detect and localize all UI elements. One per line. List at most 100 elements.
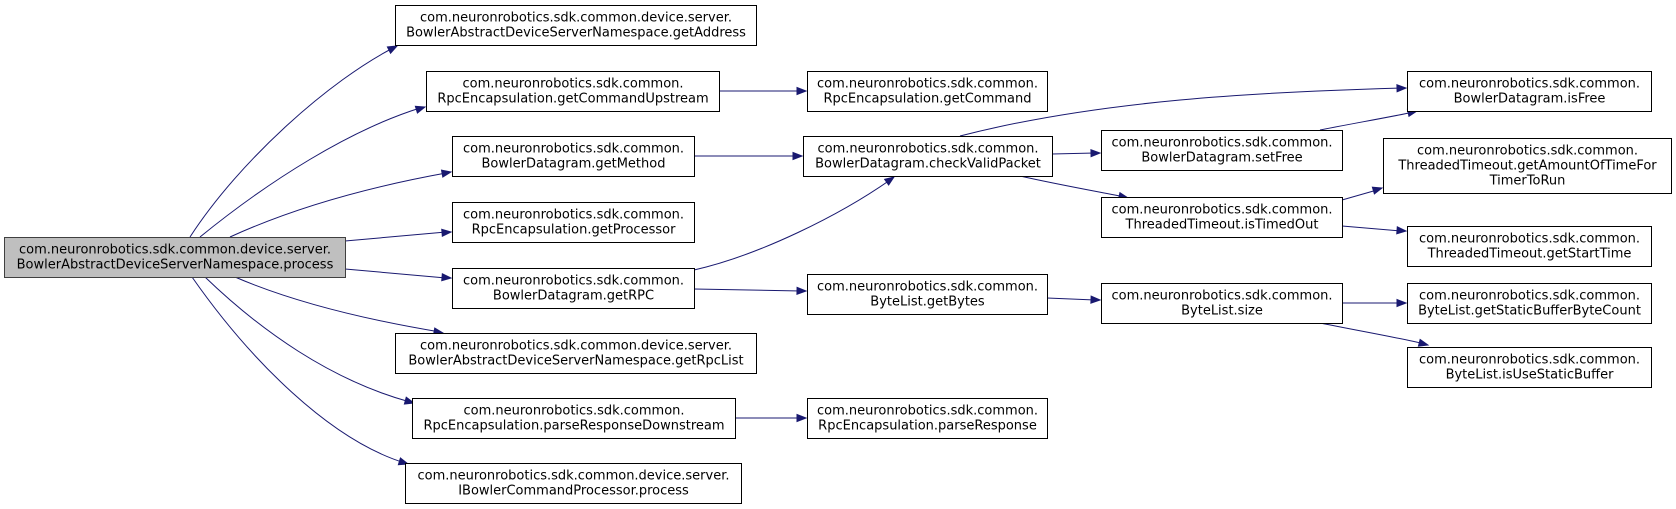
node-box: [1101, 130, 1343, 171]
edge-parseResponseDownstream-to-parseResponse: [735, 413, 808, 423]
node-box: [1101, 197, 1343, 238]
node-box: [412, 398, 736, 439]
node-label-line: com.neuronrobotics.sdk.common.device.ser…: [418, 469, 730, 484]
node-process[interactable]: com.neuronrobotics.sdk.common.device.ser…: [4, 237, 346, 278]
arrowhead: [796, 86, 808, 96]
arrowhead: [796, 286, 808, 296]
node-parseResponse[interactable]: com.neuronrobotics.sdk.common.RpcEncapsu…: [807, 398, 1048, 439]
node-label-line: TimerToRun: [1489, 174, 1566, 189]
node-box: [395, 333, 757, 374]
nodes-layer: com.neuronrobotics.sdk.common.device.ser…: [4, 5, 1672, 504]
node-setFree[interactable]: com.neuronrobotics.sdk.common.BowlerData…: [1101, 130, 1343, 171]
node-box: [807, 398, 1048, 439]
node-label-line: ThreadedTimeout.getStartTime: [1427, 247, 1632, 262]
edge-line: [344, 268, 447, 279]
node-label-line: com.neuronrobotics.sdk.common.: [1419, 289, 1640, 304]
edge-process-to-parseResponseDownstream: [204, 276, 416, 405]
edge-line: [1319, 322, 1426, 345]
arrowhead: [1396, 226, 1408, 235]
node-getRPC[interactable]: com.neuronrobotics.sdk.common.BowlerData…: [452, 268, 695, 309]
node-isUseStaticBuffer[interactable]: com.neuronrobotics.sdk.common.ByteList.i…: [1407, 347, 1652, 388]
node-isFree[interactable]: com.neuronrobotics.sdk.common.BowlerData…: [1407, 71, 1652, 112]
node-parseResponseDownstream[interactable]: com.neuronrobotics.sdk.common.RpcEncapsu…: [412, 398, 736, 439]
node-label-line: RpcEncapsulation.getCommandUpstream: [437, 92, 708, 107]
node-label-line: BowlerDatagram.checkValidPacket: [815, 157, 1041, 172]
node-getAmountOfTimeForTimerToRun[interactable]: com.neuronrobotics.sdk.common.ThreadedTi…: [1383, 138, 1672, 194]
node-label-line: com.neuronrobotics.sdk.common.: [463, 208, 684, 223]
node-label-line: IBowlerCommandProcessor.process: [458, 484, 689, 499]
edges-layer: [189, 45, 1430, 466]
node-box: [426, 71, 720, 112]
edge-setFree-to-isFree: [1319, 108, 1419, 131]
edge-isTimedOut-to-getStartTime: [1341, 225, 1408, 235]
root-node-box: [4, 237, 346, 278]
node-label-line: BowlerDatagram.setFree: [1141, 151, 1302, 166]
edge-process-to-getMethod: [229, 169, 453, 238]
node-label-line: com.neuronrobotics.sdk.common.: [1419, 232, 1640, 247]
node-label-line: com.neuronrobotics.sdk.common.: [1111, 136, 1332, 151]
edge-process-to-getCommandUpstream: [199, 105, 427, 238]
arrowhead: [792, 151, 804, 161]
node-label-line: com.neuronrobotics.sdk.common.device.ser…: [420, 339, 732, 354]
node-isTimedOut[interactable]: com.neuronrobotics.sdk.common.ThreadedTi…: [1101, 197, 1343, 238]
node-box: [1407, 347, 1652, 388]
node-label-line: RpcEncapsulation.getProcessor: [472, 223, 676, 238]
edge-line: [693, 179, 891, 271]
node-label-line: com.neuronrobotics.sdk.common.: [462, 77, 683, 92]
node-label-line: BowlerDatagram.getMethod: [482, 157, 666, 172]
edge-line: [1341, 189, 1378, 201]
node-label-line: com.neuronrobotics.sdk.common.: [1417, 144, 1638, 159]
edge-size-to-getStaticBufferByteCount: [1342, 298, 1408, 308]
node-checkValidPacket[interactable]: com.neuronrobotics.sdk.common.BowlerData…: [803, 136, 1053, 177]
node-box: [1101, 283, 1343, 324]
edge-line: [1051, 152, 1096, 155]
node-getCommand[interactable]: com.neuronrobotics.sdk.common.RpcEncapsu…: [807, 71, 1048, 112]
node-box: [1407, 71, 1652, 112]
node-getProcessor[interactable]: com.neuronrobotics.sdk.common.RpcEncapsu…: [452, 202, 695, 243]
arrowhead: [796, 413, 808, 423]
node-getStartTime[interactable]: com.neuronrobotics.sdk.common.ThreadedTi…: [1407, 226, 1652, 267]
edge-line: [1019, 175, 1126, 198]
node-getCommandUpstream[interactable]: com.neuronrobotics.sdk.common.RpcEncapsu…: [426, 71, 720, 112]
edge-getRPC-to-checkValidPacket: [693, 176, 896, 271]
node-getStaticBufferByteCount[interactable]: com.neuronrobotics.sdk.common.ByteList.g…: [1407, 283, 1652, 324]
edge-line: [1046, 297, 1096, 301]
edge-line: [344, 231, 447, 242]
node-size[interactable]: com.neuronrobotics.sdk.common.ByteList.s…: [1101, 283, 1343, 324]
node-label-line: BowlerAbstractDeviceServerNamespace.getR…: [408, 354, 743, 369]
node-label-line: RpcEncapsulation.getCommand: [823, 92, 1031, 107]
node-label-line: com.neuronrobotics.sdk.common.: [817, 404, 1038, 419]
edge-process-to-getRPC: [344, 268, 453, 282]
edge-line: [693, 288, 802, 292]
node-label-line: com.neuronrobotics.sdk.common.: [1419, 353, 1640, 368]
arrowhead: [1396, 84, 1408, 93]
node-box: [405, 463, 742, 504]
node-label-line: BowlerAbstractDeviceServerNamespace.getA…: [406, 26, 746, 41]
arrowhead: [883, 176, 896, 186]
arrowhead: [386, 45, 399, 55]
node-label-line: RpcEncapsulation.parseResponse: [818, 419, 1037, 434]
node-commandProcess[interactable]: com.neuronrobotics.sdk.common.device.ser…: [405, 463, 742, 504]
node-getRpcList[interactable]: com.neuronrobotics.sdk.common.device.ser…: [395, 333, 757, 374]
edge-getCommandUpstream-to-getCommand: [719, 86, 808, 96]
node-label-line: BowlerDatagram.getRPC: [493, 289, 654, 304]
node-label-line: BowlerAbstractDeviceServerNamespace.proc…: [17, 258, 334, 273]
node-label-line: com.neuronrobotics.sdk.common.: [1111, 289, 1332, 304]
node-getBytes[interactable]: com.neuronrobotics.sdk.common.ByteList.g…: [807, 274, 1048, 315]
arrowhead: [1090, 148, 1102, 158]
node-box: [452, 268, 695, 309]
edge-process-to-getRpcList: [234, 276, 445, 336]
node-label-line: ByteList.size: [1181, 304, 1263, 319]
node-label-line: com.neuronrobotics.sdk.common.: [1419, 77, 1640, 92]
edge-line: [199, 107, 421, 238]
node-getMethod[interactable]: com.neuronrobotics.sdk.common.BowlerData…: [452, 136, 695, 177]
arrowhead: [441, 272, 453, 282]
node-label-line: ThreadedTimeout.isTimedOut: [1125, 218, 1319, 233]
node-label-line: ByteList.getStaticBufferByteCount: [1418, 304, 1641, 319]
node-box: [395, 5, 757, 46]
node-label-line: RpcEncapsulation.parseResponseDownstream: [423, 419, 724, 434]
node-getAddress[interactable]: com.neuronrobotics.sdk.common.device.ser…: [395, 5, 757, 46]
edge-process-to-getProcessor: [344, 228, 453, 242]
node-label-line: com.neuronrobotics.sdk.common.: [1111, 203, 1332, 218]
